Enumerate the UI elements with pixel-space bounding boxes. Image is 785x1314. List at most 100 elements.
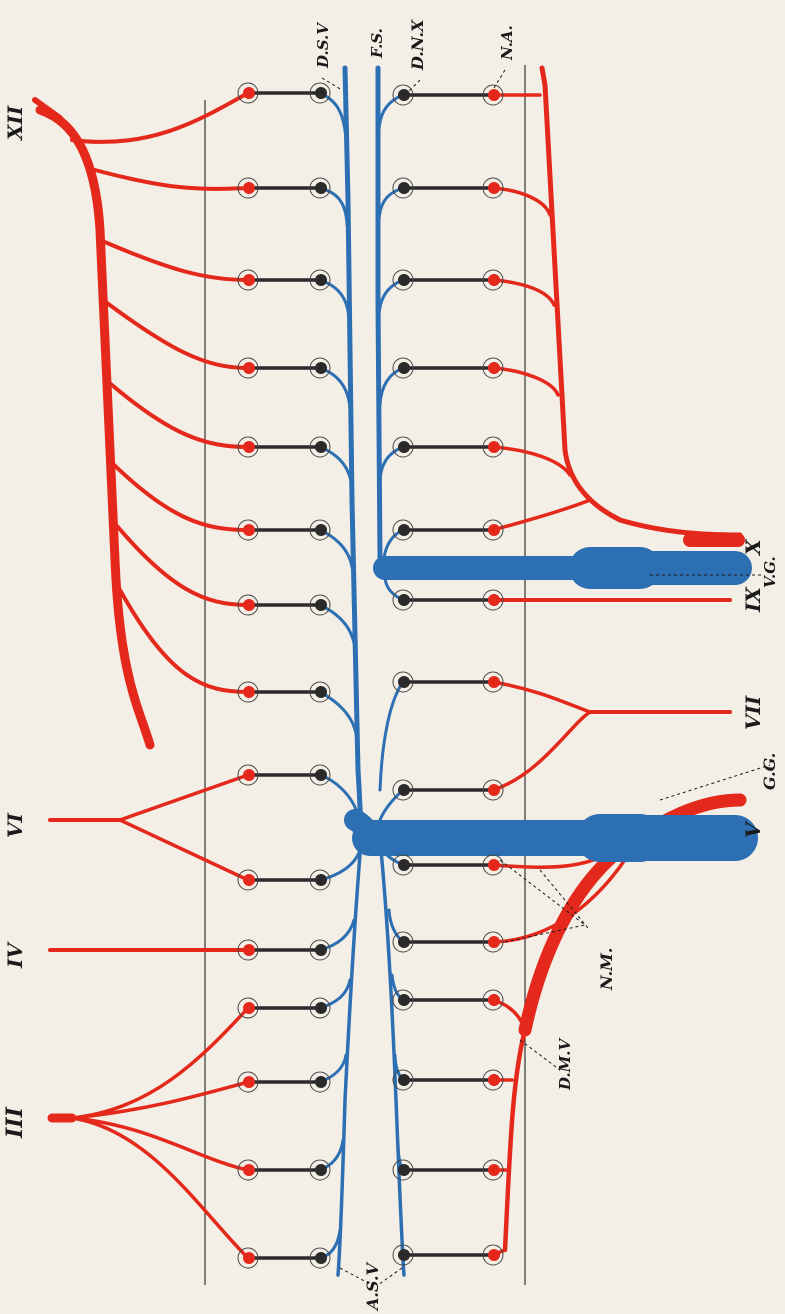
sensory-relay-cell <box>398 89 410 101</box>
motor-nucleus-cell <box>488 1074 500 1086</box>
dsv-branch <box>320 775 358 815</box>
label-dnx: D.N.X <box>408 19 427 71</box>
sensory-relay-cell <box>398 441 410 453</box>
label-fs: F.S. <box>368 28 386 59</box>
leader-nm <box>500 860 585 925</box>
dsv-branch <box>320 280 349 320</box>
motor-nucleus-cell <box>243 1252 255 1264</box>
na-branch <box>493 188 550 215</box>
dsv-branch <box>320 188 347 225</box>
motor-nucleus-cell <box>488 89 500 101</box>
fs-branch <box>379 188 403 220</box>
vii-sensory-branch <box>380 682 403 790</box>
motor-nucleus-cell <box>488 1249 500 1261</box>
motor-nucleus-cell <box>243 87 255 99</box>
motor-nucleus-cell <box>243 944 255 956</box>
sensory-relay-cell <box>398 936 410 948</box>
fs-branch <box>379 95 403 130</box>
label-dmv: D.M.V <box>556 1037 574 1091</box>
label-vg: V.G. <box>761 556 779 588</box>
fs-branch <box>380 447 403 480</box>
a-s-v-upper <box>338 830 362 1275</box>
sensory-relay-cell <box>315 441 327 453</box>
sensory-relay-cell <box>315 686 327 698</box>
nerve-xii-trunk <box>40 110 150 745</box>
sensory-relay-cell <box>315 362 327 374</box>
leader-dnx <box>408 80 420 92</box>
leader-dmv <box>520 1040 560 1070</box>
sensory-relay-cell <box>398 182 410 194</box>
leader-lines <box>322 70 770 1285</box>
motor-nucleus-cell <box>488 676 500 688</box>
nerve-vi-branch <box>120 775 248 820</box>
dsv-branch <box>320 605 355 650</box>
asv-branch <box>320 850 360 880</box>
sensory-relay-cell <box>398 784 410 796</box>
fs-branch <box>379 280 403 315</box>
motor-nucleus-cell <box>488 524 500 536</box>
label-dsv: D.S.V <box>314 22 332 69</box>
dsv-branch <box>320 692 357 740</box>
sensory-tracts <box>320 68 735 1275</box>
label-iv: IV <box>3 941 27 969</box>
motor-nucleus-cell <box>243 769 255 781</box>
xii-branch <box>72 93 248 142</box>
reference-lines <box>205 65 525 1285</box>
xii-branch <box>112 520 248 605</box>
sensory-relay-cell <box>398 1164 410 1176</box>
motor-nerves-lower <box>493 68 740 1255</box>
motor-nucleus-cell <box>243 441 255 453</box>
labels: XII VI IV III D.S.V F.S. D.N.X N.A. X V.… <box>2 19 779 1312</box>
descending-mesencephalic-root <box>505 1030 525 1250</box>
sensory-relay-cell <box>315 1002 327 1014</box>
sensory-relay-cell <box>398 274 410 286</box>
motor-nucleus-cell <box>243 686 255 698</box>
sensory-relay-cell <box>315 1164 327 1176</box>
nerve-iii-branch <box>72 1008 248 1118</box>
label-v: V <box>741 820 765 838</box>
sensory-relay-cell <box>315 1076 327 1088</box>
nerve-vii-branch <box>493 682 590 712</box>
xii-branch <box>100 240 248 280</box>
motor-nucleus-cell <box>488 274 500 286</box>
sensory-relay-cell <box>398 994 410 1006</box>
label-xii: XII <box>3 105 27 142</box>
na-branch <box>493 447 570 475</box>
sensory-relay-cell <box>315 1252 327 1264</box>
sensory-relay-cell <box>315 944 327 956</box>
sensory-relay-cell <box>398 859 410 871</box>
motor-nucleus-cell <box>488 594 500 606</box>
nucleus-ambiguus-trunk <box>542 68 740 535</box>
motor-nerves-upper <box>35 93 248 1258</box>
motor-nucleus-cell <box>243 362 255 374</box>
motor-nucleus-cell <box>488 182 500 194</box>
label-asv: A.S.V <box>363 1261 382 1312</box>
xii-branch <box>95 170 248 189</box>
motor-nucleus-cell <box>243 182 255 194</box>
leader-nm-2 <box>505 925 585 942</box>
dsv-branch <box>320 368 350 410</box>
xii-branch <box>103 300 248 368</box>
xii-branch <box>109 460 248 530</box>
sensory-relay-cell <box>398 594 410 606</box>
motor-nucleus-cell <box>488 994 500 1006</box>
sensory-relay-cell <box>315 599 327 611</box>
neuron-chains <box>238 83 503 1268</box>
sensory-relay-cell <box>315 874 327 886</box>
dsv-branch <box>320 93 346 140</box>
sensory-relay-cell <box>315 769 327 781</box>
label-vii: VII <box>741 695 765 730</box>
motor-nucleus-cell <box>243 524 255 536</box>
sensory-relay-cell <box>315 87 327 99</box>
dsv-branch <box>320 530 353 575</box>
label-vi: VI <box>3 812 27 838</box>
motor-nucleus-cell <box>488 362 500 374</box>
motor-nucleus-cell <box>488 1164 500 1176</box>
sensory-relay-cell <box>315 182 327 194</box>
nerve-vi-branch <box>120 820 248 880</box>
motor-nucleus-cell <box>243 274 255 286</box>
sensory-relay-cell <box>315 274 327 286</box>
leader-gg <box>660 765 770 800</box>
fs-branch <box>380 368 403 405</box>
